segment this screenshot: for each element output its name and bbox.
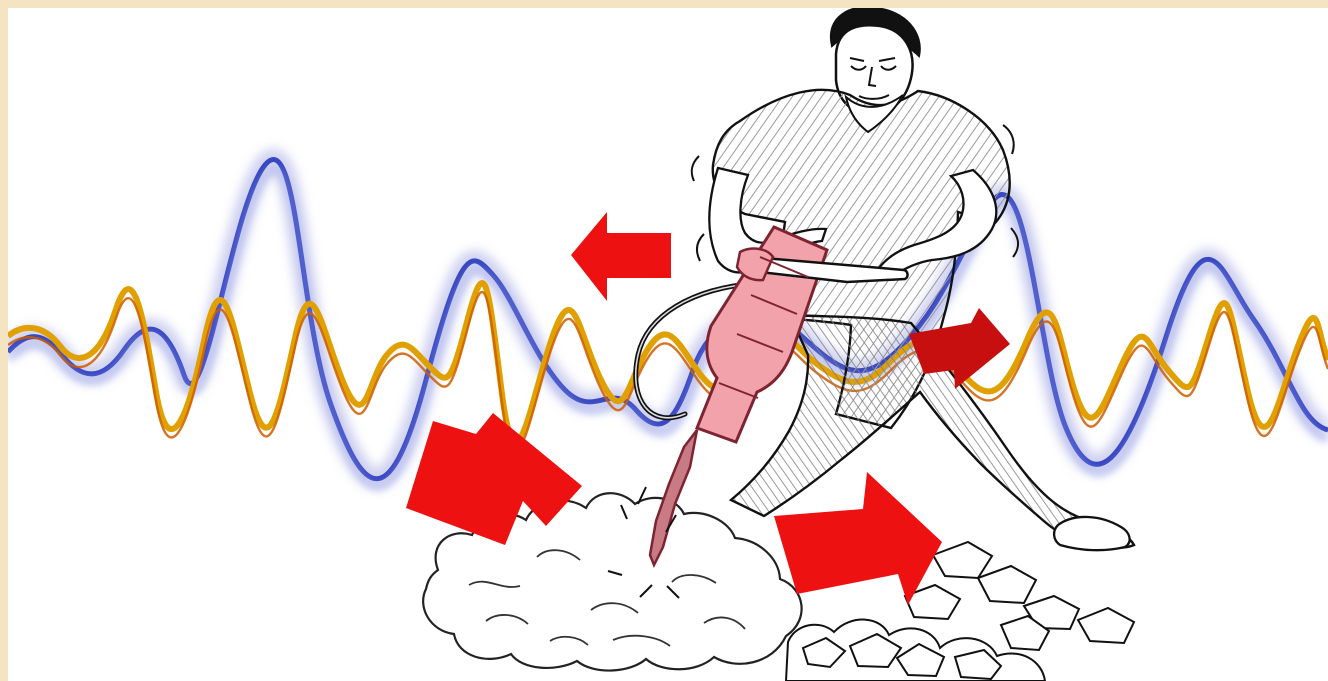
dust-swirl-lines (469, 550, 745, 646)
red-arrow-left-large (406, 413, 582, 545)
worker-boot-right (1054, 517, 1130, 550)
red-arrow-top (571, 212, 671, 301)
wave-group (8, 160, 1328, 487)
